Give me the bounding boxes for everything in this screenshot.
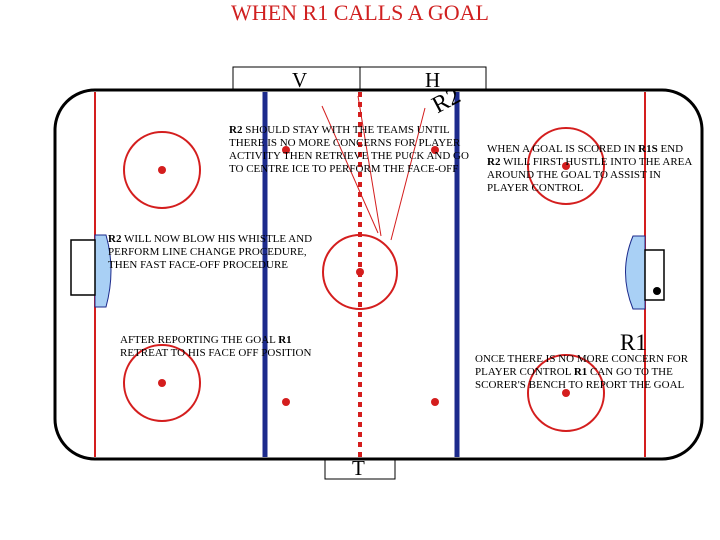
left-goal-crease — [94, 234, 112, 308]
r2-pointer-line — [321, 105, 379, 234]
goal-scored-note: WHEN A GOAL IS SCORED IN R1S END R2 WILL… — [487, 143, 692, 194]
diagram-title: WHEN R1 CALLS A GOAL — [231, 0, 489, 25]
centre-circle — [322, 234, 398, 310]
right-top-faceoff-dot — [562, 162, 570, 170]
neutral-dot-top-left — [282, 146, 290, 154]
right-bottom-faceoff-circle — [527, 354, 605, 432]
neutral-dot-bottom-right — [431, 398, 439, 406]
left-bottom-faceoff-dot — [158, 379, 166, 387]
rink-boards — [53, 88, 704, 461]
r2-pointer-line — [357, 95, 382, 237]
right-bottom-faceoff-dot — [562, 389, 570, 397]
left-top-faceoff-dot — [158, 166, 166, 174]
centre-dot — [356, 268, 364, 276]
r2-pointer-line — [390, 107, 426, 241]
r2-blow-note: R2 WILL NOW BLOW HIS WHISTLE AND PERFORM… — [108, 233, 313, 271]
right-top-faceoff-circle — [527, 127, 605, 205]
left-top-faceoff-circle — [123, 131, 201, 209]
puck — [653, 287, 661, 295]
timekeeper-label: T — [352, 456, 365, 480]
once-no-concern-note: ONCE THERE IS NO MORE CONCERN FOR PLAYER… — [475, 353, 689, 391]
referee1-label: R1 — [620, 330, 647, 355]
neutral-dot-top-right — [431, 146, 439, 154]
visitor-bench-label: V — [292, 68, 308, 92]
left-goal-net — [70, 239, 96, 296]
right-goal-net — [644, 249, 665, 301]
home-bench-label: H — [425, 68, 441, 92]
after-report-note: AFTER REPORTING THE GOAL R1 RETREAT TO H… — [120, 334, 312, 359]
neutral-dot-bottom-left — [282, 398, 290, 406]
left-bottom-faceoff-circle — [123, 344, 201, 422]
right-goal-crease — [625, 235, 646, 310]
r2-stay-note: R2 SHOULD STAY WITH THE TEAMS UNTIL THER… — [229, 124, 469, 175]
